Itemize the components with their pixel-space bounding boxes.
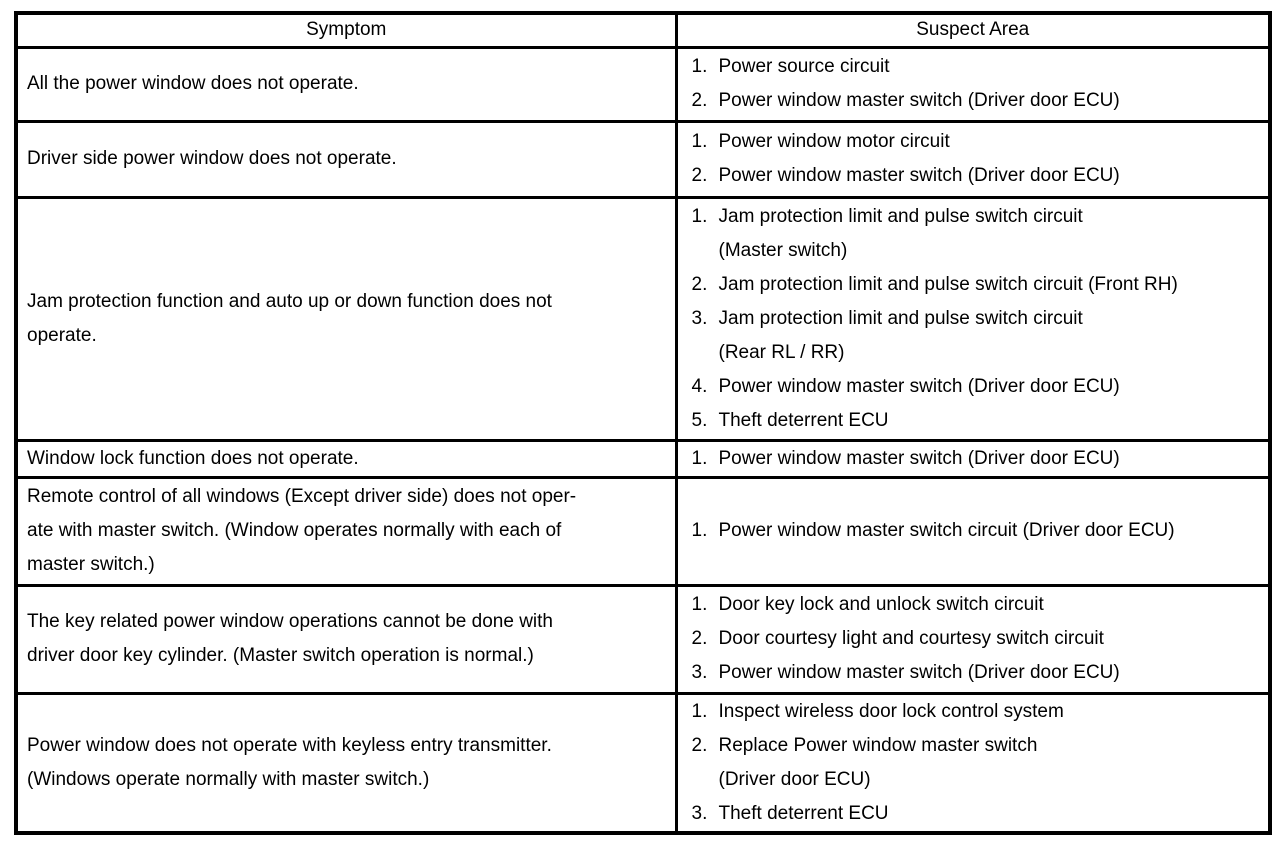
- item-text: Jam protection limit and pulse switch ci…: [718, 307, 1083, 363]
- suspect-cell: 1. Inspect wireless door lock control sy…: [674, 691, 1272, 834]
- symptom-cell: Window lock function does not operate.: [14, 438, 678, 479]
- table-row: Window lock function does not operate. 1…: [14, 438, 1272, 479]
- item-number: 1.: [691, 131, 708, 152]
- symptom-cell: Power window does not operate with keyle…: [14, 691, 678, 834]
- suspect-item: 1. Power window master switch circuit (D…: [692, 514, 1265, 548]
- suspect-item: 1. Inspect wireless door lock control sy…: [692, 695, 1265, 729]
- item-text: Theft deterrent ECU: [718, 409, 889, 431]
- suspect-item: 2. Replace Power window master switch (D…: [692, 729, 1265, 797]
- symptom-column-header: Symptom: [14, 11, 678, 49]
- item-text: Power window master switch (Driver door …: [718, 662, 1120, 683]
- item-text: Jam protection limit and pulse switch ci…: [718, 205, 1083, 261]
- item-number: 4.: [691, 375, 708, 397]
- suspect-cell: 1. Door key lock and unlock switch circu…: [674, 583, 1272, 695]
- item-number: 1.: [691, 205, 708, 227]
- item-number: 2.: [691, 90, 708, 111]
- suspect-item: 1. Jam protection limit and pulse switch…: [692, 200, 1265, 268]
- item-number: 5.: [691, 409, 708, 431]
- suspect-area-column-header: Suspect Area: [674, 11, 1272, 49]
- item-number: 2.: [691, 628, 708, 649]
- suspect-item: 3. Jam protection limit and pulse switch…: [692, 302, 1265, 370]
- symptom-suspect-table: Symptom Suspect Area All the power windo…: [14, 11, 1272, 835]
- table-row: Power window does not operate with keyle…: [14, 691, 1272, 834]
- suspect-item: 2. Power window master switch (Driver do…: [692, 159, 1265, 193]
- item-text: Power window master switch (Driver door …: [718, 447, 1120, 469]
- item-number: 1.: [691, 447, 708, 469]
- item-text: Door key lock and unlock switch circuit: [718, 594, 1044, 615]
- item-text: Power source circuit: [718, 56, 890, 77]
- suspect-item: 1. Power window master switch (Driver do…: [692, 442, 1265, 476]
- item-text: Theft deterrent ECU: [718, 802, 889, 824]
- item-text: Power window master switch (Driver door …: [718, 375, 1120, 397]
- item-number: 3.: [691, 307, 708, 329]
- item-number: 1.: [691, 700, 708, 722]
- item-number: 1.: [691, 594, 708, 615]
- suspect-item: 1. Power source circuit: [692, 50, 1265, 84]
- symptom-cell: The key related power window operations …: [14, 583, 678, 695]
- suspect-item: 1. Door key lock and unlock switch circu…: [692, 588, 1265, 622]
- item-text: Power window master switch circuit (Driv…: [718, 520, 1175, 541]
- symptom-cell: Remote control of all windows (Except dr…: [14, 475, 678, 587]
- item-text: Power window motor circuit: [718, 131, 950, 152]
- suspect-item: 4. Power window master switch (Driver do…: [692, 370, 1265, 404]
- table-row: Jam protection function and auto up or d…: [14, 195, 1272, 442]
- item-text: Inspect wireless door lock control syste…: [718, 700, 1064, 722]
- item-number: 3.: [691, 662, 708, 683]
- item-number: 1.: [691, 56, 708, 77]
- suspect-cell: 1. Jam protection limit and pulse switch…: [674, 195, 1272, 442]
- item-number: 1.: [691, 520, 708, 541]
- table-header-row: Symptom Suspect Area: [14, 11, 1272, 49]
- suspect-item: 2. Power window master switch (Driver do…: [692, 84, 1265, 118]
- item-text: Replace Power window master switch (Driv…: [718, 734, 1038, 790]
- item-text: Door courtesy light and courtesy switch …: [718, 628, 1104, 649]
- item-text: Power window master switch (Driver door …: [718, 165, 1120, 186]
- suspect-item: 2. Jam protection limit and pulse switch…: [692, 268, 1265, 302]
- table-row: Remote control of all windows (Except dr…: [14, 475, 1272, 587]
- table-row: The key related power window operations …: [14, 583, 1272, 695]
- item-number: 3.: [691, 802, 708, 824]
- suspect-item: 1. Power window motor circuit: [692, 125, 1265, 159]
- suspect-item: 5. Theft deterrent ECU: [692, 404, 1265, 438]
- suspect-cell: 1. Power window master switch (Driver do…: [674, 438, 1272, 479]
- suspect-cell: 1. Power window motor circuit 2. Power w…: [674, 119, 1272, 199]
- item-number: 2.: [691, 273, 708, 295]
- suspect-item: 2. Door courtesy light and courtesy swit…: [692, 622, 1265, 656]
- suspect-cell: 1. Power source circuit 2. Power window …: [674, 45, 1272, 123]
- suspect-cell: 1. Power window master switch circuit (D…: [674, 475, 1272, 587]
- item-text: Jam protection limit and pulse switch ci…: [718, 273, 1178, 295]
- suspect-item: 3. Power window master switch (Driver do…: [692, 656, 1265, 690]
- item-number: 2.: [691, 734, 708, 756]
- item-text: Power window master switch (Driver door …: [718, 90, 1120, 111]
- suspect-item: 3. Theft deterrent ECU: [692, 797, 1265, 831]
- table-row: All the power window does not operate. 1…: [14, 45, 1272, 123]
- symptom-cell: Jam protection function and auto up or d…: [14, 195, 678, 442]
- symptom-cell: All the power window does not operate.: [14, 45, 678, 123]
- symptom-cell: Driver side power window does not operat…: [14, 119, 678, 199]
- item-number: 2.: [691, 165, 708, 186]
- table-row: Driver side power window does not operat…: [14, 119, 1272, 199]
